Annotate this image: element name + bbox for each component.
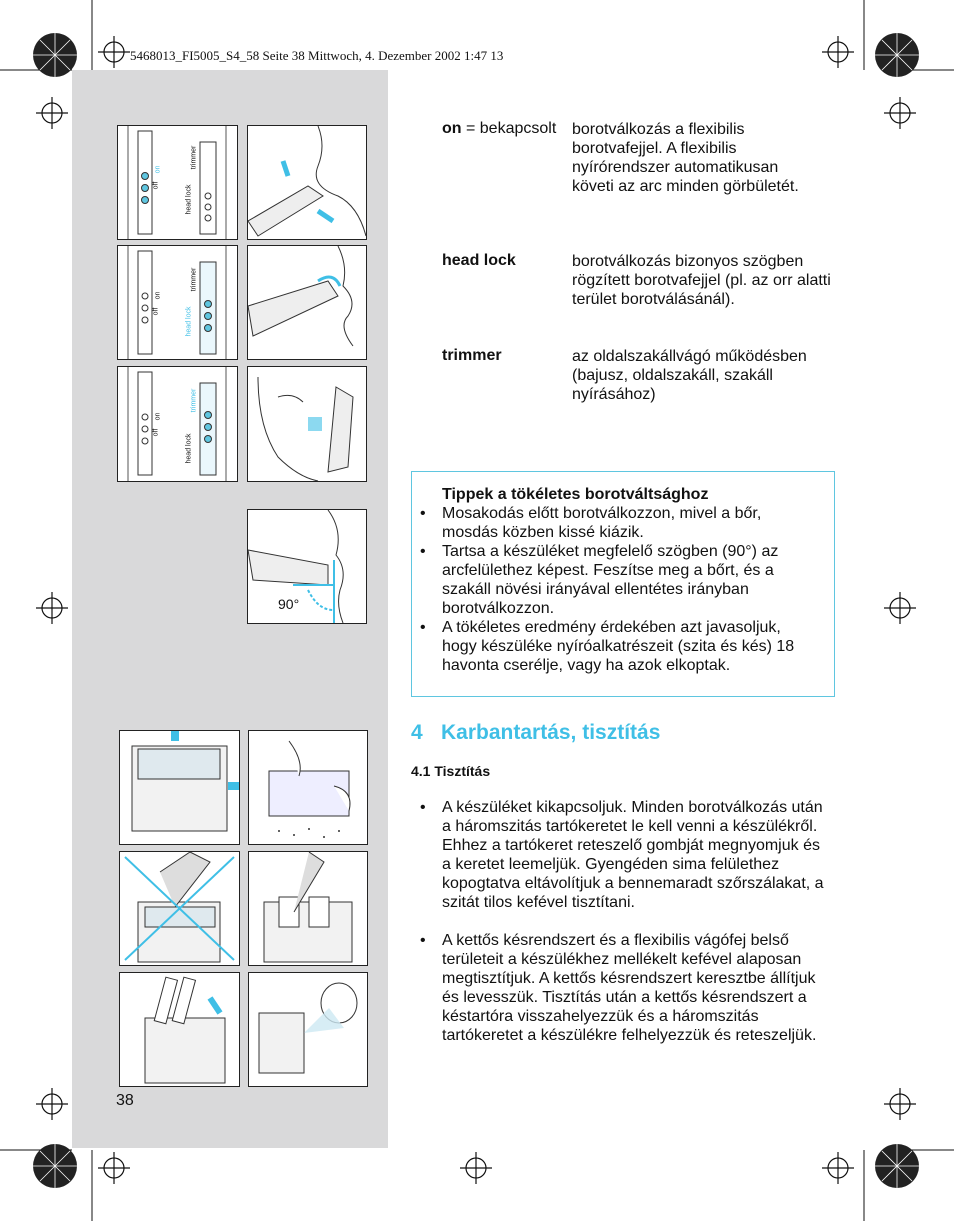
cleaning-list: A készüléket kikapcsoljuk. Minden borotv…	[412, 798, 832, 1045]
mode-on: on = bekapcsolt	[442, 120, 556, 138]
brush-inside-illustration	[248, 972, 368, 1087]
switch-label-trimmer: trimmer	[190, 267, 198, 292]
angle-label: 90°	[278, 596, 300, 612]
mode-description: az oldalszakállvágó működésben (bajusz, …	[572, 348, 807, 403]
mode-term: on	[442, 120, 462, 137]
subsection-title: Tisztítás	[434, 763, 491, 779]
switch-label-on: on	[154, 291, 162, 300]
switch-label-on: on	[154, 165, 162, 174]
switch-label-on: on	[154, 412, 162, 421]
tips-content: Tippek a tökéletes borotváltsághoz Mosak…	[412, 486, 812, 675]
switch-label-head-lock: head lock	[185, 306, 193, 337]
shaving-nose-illustration	[247, 245, 367, 360]
switch-label-trimmer: trimmer	[190, 145, 198, 170]
trimming-sideburn-illustration	[247, 366, 367, 482]
list-item: A készüléket kikapcsoljuk. Minden borotv…	[412, 798, 832, 912]
switch-label-head-lock: head lock	[185, 433, 193, 464]
section-heading: 4 Karbantartás, tisztítás	[411, 721, 660, 745]
switch-label-off: off	[152, 307, 160, 316]
mode-term: trimmer	[442, 347, 502, 364]
page-number: 38	[116, 1092, 134, 1109]
switch-label-head-lock: head lock	[185, 184, 193, 215]
switch-diagram-trimmer: off on head lock trimmer	[117, 366, 238, 482]
switch-label-off: off	[152, 181, 160, 190]
list-item: Mosakodás előtt borotválkozzon, mivel a …	[412, 504, 812, 542]
list-item: Tartsa a készüléket megfelelő szögben (9…	[412, 542, 812, 618]
no-brushing-foil-illustration	[119, 851, 240, 966]
switch-diagram-on: off on head lock trimmer	[117, 125, 238, 240]
remove-foil-frame-illustration	[119, 730, 240, 845]
remove-cutter-block-illustration	[119, 972, 240, 1087]
shaving-chin-illustration	[247, 125, 367, 240]
subsection-number: 4.1	[411, 763, 431, 779]
list-item: A tökéletes eredmény érdekében azt javas…	[412, 618, 812, 675]
switch-diagram-head-lock: off on head lock trimmer	[117, 245, 238, 360]
list-item: A kettős késrendszert és a flexibilis vá…	[412, 931, 832, 1045]
tap-foil-illustration	[248, 730, 368, 845]
mode-term: head lock	[442, 252, 516, 269]
shaving-angle-illustration: 90°	[247, 509, 367, 624]
mode-term-suffix: = bekapcsolt	[461, 120, 557, 137]
mode-description: borotválkozás bizonyos szögben rögzített…	[572, 253, 831, 308]
tips-list: Mosakodás előtt borotválkozzon, mivel a …	[412, 504, 812, 675]
print-header: 5468013_FI5005_S4_58 Seite 38 Mittwoch, …	[130, 48, 504, 63]
subsection-heading: 4.1 Tisztítás	[411, 763, 490, 779]
section-title: Karbantartás, tisztítás	[441, 721, 661, 744]
switch-label-off: off	[152, 428, 160, 437]
section-number: 4	[411, 721, 423, 744]
brush-cutter-block-illustration	[248, 851, 368, 966]
switch-label-trimmer: trimmer	[190, 388, 198, 413]
mode-description: borotválkozás a flexibilis borotvafejjel…	[572, 121, 799, 195]
tips-title: Tippek a tökéletes borotváltsághoz	[442, 486, 709, 503]
